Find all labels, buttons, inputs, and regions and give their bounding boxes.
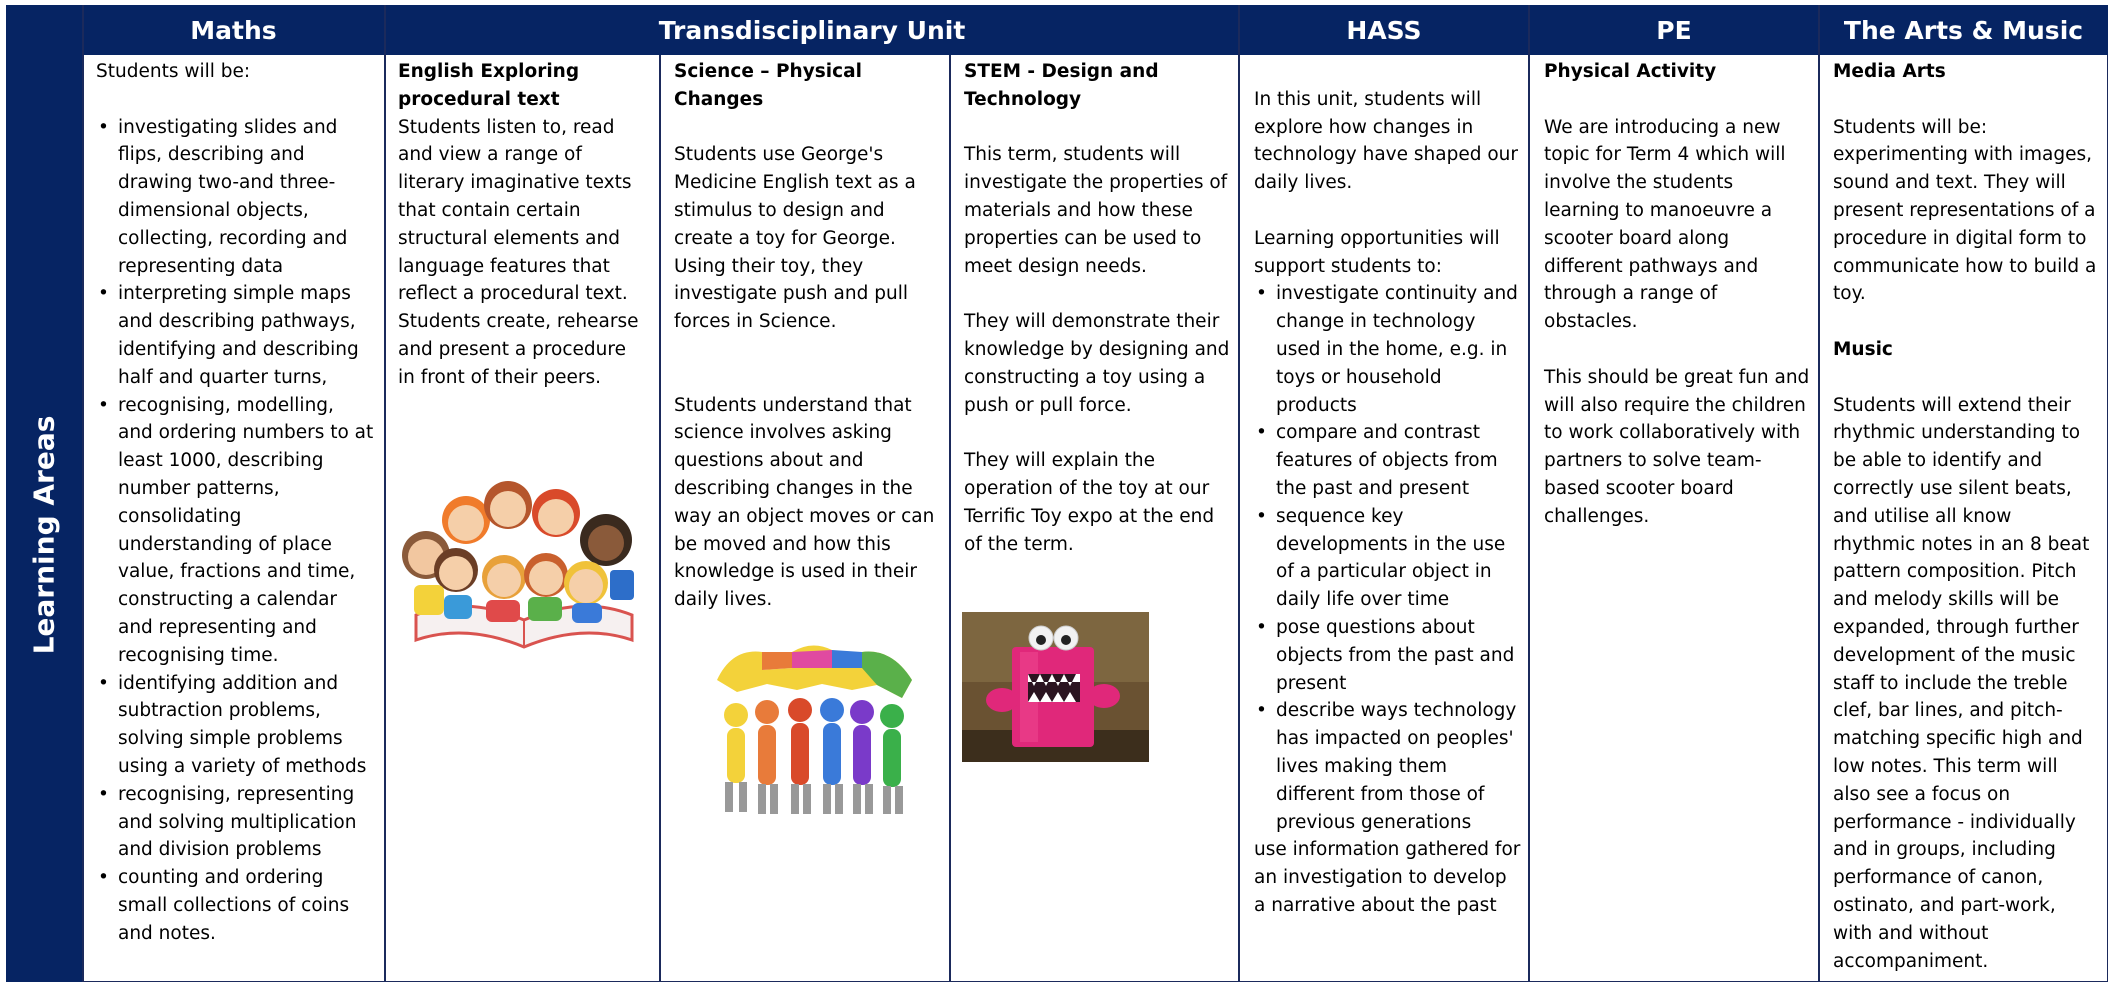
- list-item: sequence key developments in the use of …: [1254, 503, 1522, 614]
- stem-cell: STEM - Design and Technology This term, …: [964, 58, 1232, 558]
- stem-paragraph: They will demonstrate their knowledge by…: [964, 311, 1230, 416]
- list-item: interpreting simple maps and describing …: [96, 280, 374, 391]
- stem-heading: STEM - Design and Technology: [964, 61, 1159, 110]
- english-paragraph: Students create, rehearse and present a …: [398, 311, 639, 388]
- list-item: counting and ordering small collections …: [96, 864, 374, 947]
- science-paragraph: Students understand that science involve…: [674, 394, 935, 611]
- pe-heading: Physical Activity: [1544, 61, 1717, 82]
- english-heading: English Exploring procedural text: [398, 61, 580, 110]
- hass-paragraph: In this unit, students will explore how …: [1254, 88, 1518, 194]
- hass-list: investigate continuity and change in tec…: [1254, 280, 1522, 836]
- header-transdisciplinary-unit: Transdisciplinary Unit: [385, 5, 1239, 55]
- pe-cell: Physical Activity We are introducing a n…: [1544, 58, 1812, 531]
- header-corner: [6, 5, 82, 55]
- science-cell: Science – Physical Changes Students use …: [674, 58, 942, 614]
- media-arts-heading: Media Arts: [1833, 61, 1946, 82]
- list-item: recognising, representing and solving mu…: [96, 781, 374, 864]
- hass-cell: In this unit, students will explore how …: [1254, 58, 1522, 920]
- column-divider: [384, 5, 386, 982]
- arts-paragraph: Students will be: experimenting with ima…: [1833, 116, 2097, 305]
- sidebar-learning-areas: Learning Areas: [6, 55, 82, 982]
- list-item: pose questions about objects from the pa…: [1254, 614, 1522, 697]
- pe-paragraph: We are introducing a new topic for Term …: [1544, 116, 1786, 333]
- stem-paragraph: This term, students will investigate the…: [964, 144, 1228, 277]
- maths-intro: Students will be:: [96, 61, 251, 82]
- english-cell: English Exploring procedural text Studen…: [398, 58, 648, 392]
- pe-paragraph: This should be great fun and will also r…: [1544, 366, 1810, 527]
- hass-paragraph: Learning opportunities will support stud…: [1254, 227, 1500, 277]
- science-heading: Science – Physical Changes: [674, 61, 862, 110]
- column-divider: [1818, 5, 1820, 982]
- maths-list: investigating slides and flips, describi…: [96, 114, 374, 948]
- children-reading-book-illustration: [402, 481, 634, 649]
- list-item: investigating slides and flips, describi…: [96, 114, 374, 281]
- header-maths: Maths: [82, 5, 385, 55]
- header-hass: HASS: [1239, 5, 1529, 55]
- maths-cell: Students will be: investigating slides a…: [96, 58, 374, 948]
- hass-paragraph: use information gathered for an investig…: [1254, 839, 1521, 916]
- list-item: compare and contrast features of objects…: [1254, 419, 1522, 502]
- column-divider: [659, 55, 661, 982]
- list-item: recognising, modelling, and ordering num…: [96, 392, 374, 670]
- sidebar-label: Learning Areas: [27, 415, 61, 655]
- music-paragraph: Students will extend their rhythmic unde…: [1833, 394, 2090, 972]
- header-pe: PE: [1529, 5, 1819, 55]
- science-paragraph: Students use George's Medicine English t…: [674, 144, 916, 333]
- column-divider: [1238, 5, 1240, 982]
- column-divider: [949, 55, 951, 982]
- header-arts-music: The Arts & Music: [1819, 5, 2108, 55]
- list-item: investigate continuity and change in tec…: [1254, 280, 1522, 419]
- list-item: identifying addition and subtraction pro…: [96, 670, 374, 781]
- pink-monster-toy-photo: [962, 612, 1149, 762]
- stem-paragraph: They will explain the operation of the t…: [964, 450, 1215, 555]
- english-paragraph: Students listen to, read and view a rang…: [398, 116, 632, 305]
- column-divider: [82, 5, 84, 982]
- people-holding-puzzle-pieces-illustration: [717, 645, 912, 814]
- column-divider: [1528, 5, 1530, 982]
- music-heading: Music: [1833, 338, 1893, 360]
- list-item: describe ways technology has impacted on…: [1254, 697, 1522, 836]
- arts-cell: Media Arts Students will be: experimenti…: [1833, 58, 2099, 975]
